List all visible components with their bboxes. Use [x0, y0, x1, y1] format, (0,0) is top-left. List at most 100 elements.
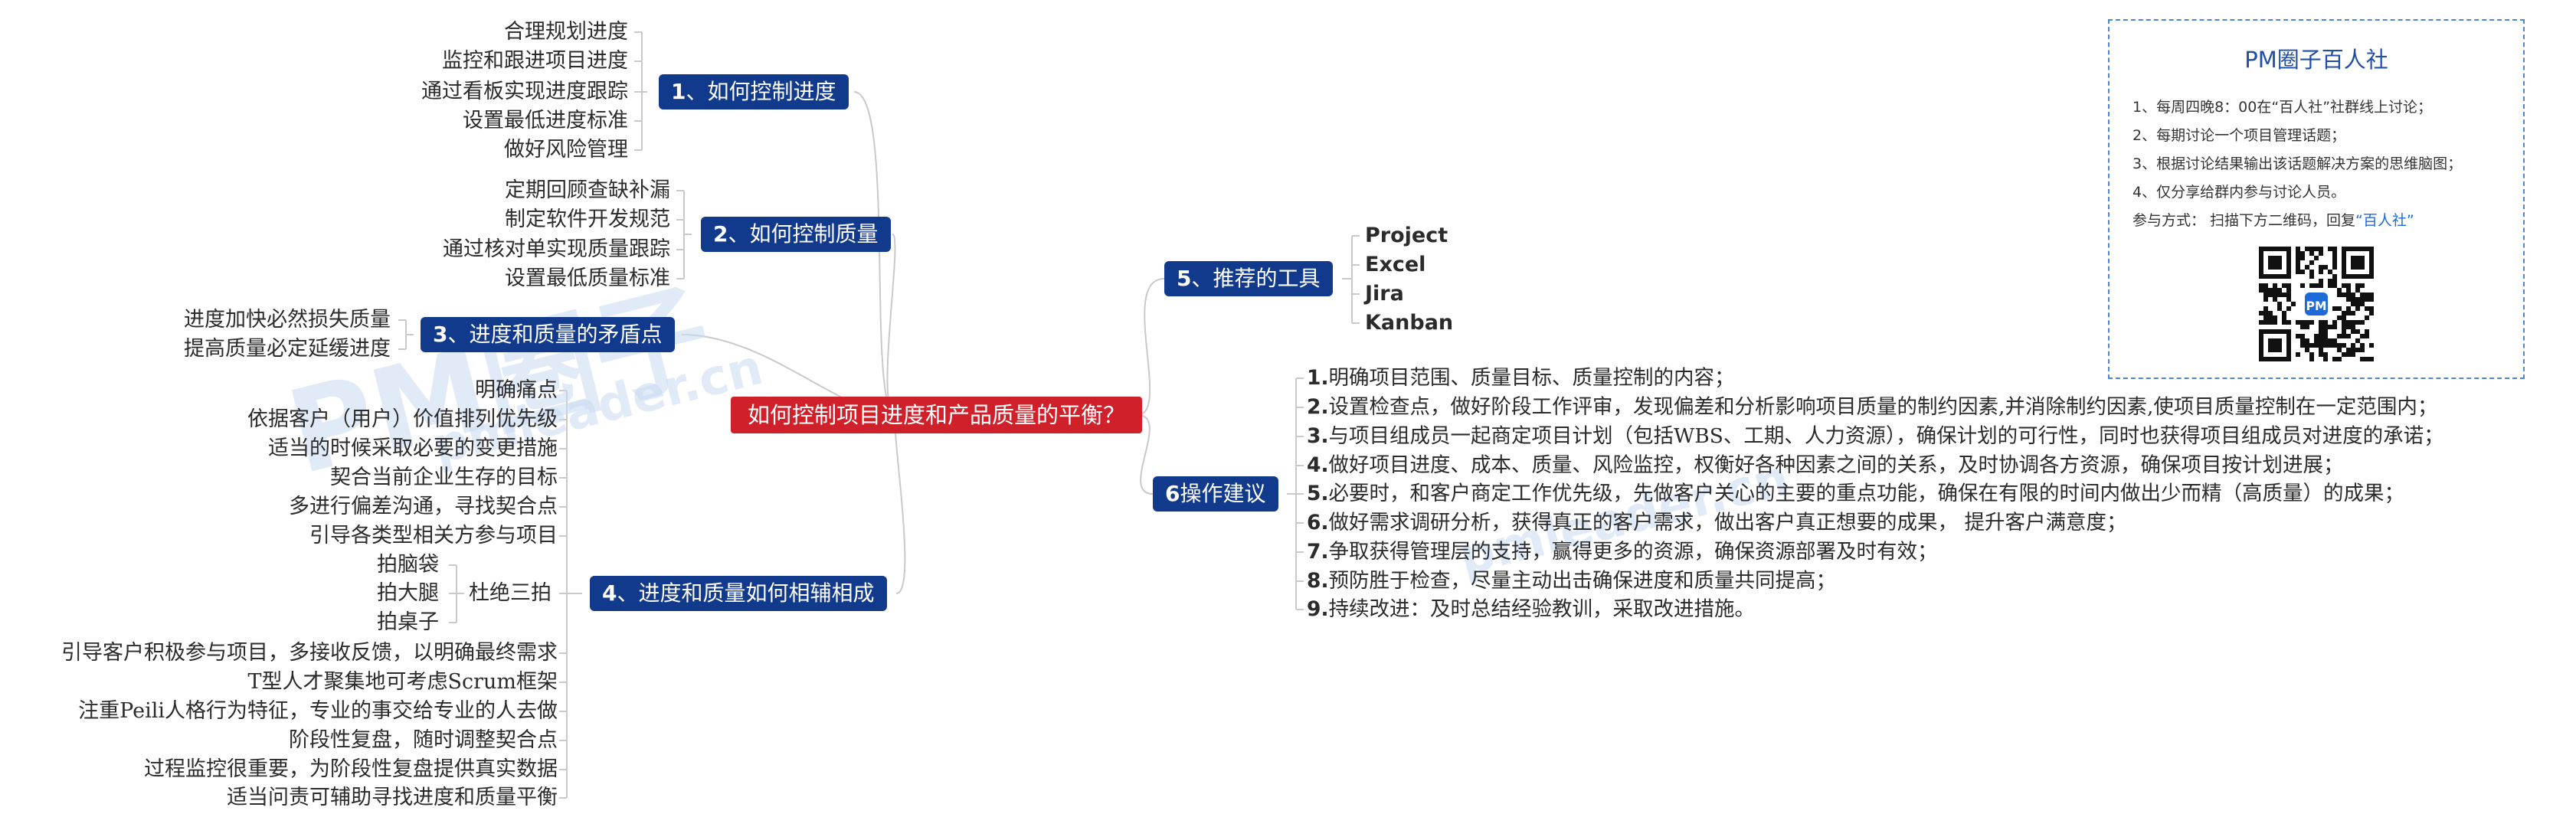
link-root-branch4: [894, 414, 906, 594]
branch-4-leaf[interactable]: 过程监控很重要，为阶段性复盘提供真实数据: [144, 757, 558, 781]
panel-title: PM圈子百人社: [2244, 47, 2388, 73]
step-number: 7.: [1307, 540, 1329, 564]
branch-2-leaf[interactable]: 设置最低质量标准: [505, 266, 670, 290]
bracket-branch6: [1287, 378, 1304, 610]
step-number: 1.: [1307, 366, 1329, 390]
branch-2-leaf[interactable]: 定期回顾查缺补漏: [505, 178, 670, 202]
branch-1-leaf[interactable]: 通过看板实现进度跟踪: [421, 80, 628, 103]
advice-step[interactable]: 9.持续改进：及时总结经验教训，采取改进措施。: [1307, 595, 1755, 624]
bracket-branch5: [1342, 235, 1360, 324]
panel-join-keyword: “百人社”: [2355, 212, 2414, 229]
branch-4-leaf[interactable]: 多进行偏差沟通，寻找契合点: [289, 495, 558, 518]
branch-4-leaf[interactable]: 契合当前企业生存的目标: [330, 466, 558, 489]
branch-6-number: 6: [1165, 481, 1180, 506]
advice-step[interactable]: 4.做好项目进度、成本、质量、风险监控，权衡好各种因素之间的关系，及时协调各方资…: [1307, 451, 2344, 480]
advice-step[interactable]: 1.明确项目范围、质量目标、质量控制的内容；: [1307, 364, 1735, 393]
branch-1-leaf[interactable]: 合理规划进度: [504, 20, 628, 44]
step-number: 9.: [1307, 597, 1329, 621]
panel-line: 4、仅分享给群内参与讨论人员。: [2132, 184, 2346, 201]
advice-step[interactable]: 8.预防胜于检查，尽量主动出击确保进度和质量共同提高；: [1307, 567, 1836, 596]
step-text: 预防胜于检查，尽量主动出击确保进度和质量共同提高；: [1328, 569, 1837, 593]
qr-logo: PM: [2306, 299, 2327, 313]
branch-4-leaf[interactable]: T型人才聚集地可考虑Scrum框架: [247, 670, 558, 694]
branch-4-leaf[interactable]: 明确痛点: [475, 378, 558, 402]
branch-2-label: 、如何控制质量: [728, 221, 879, 247]
branch-2-node[interactable]: 2、如何控制质量: [701, 217, 891, 252]
step-number: 4.: [1307, 453, 1329, 477]
bracket-branch3: [398, 319, 414, 350]
panel-line: 3、根据讨论结果输出该话题解决方案的思维脑图；: [2132, 155, 2463, 172]
advice-step[interactable]: 7.争取获得管理层的支持，赢得更多的资源，确保资源部署及时有效；: [1307, 538, 1938, 567]
step-number: 6.: [1307, 511, 1329, 534]
branch-2-leaf[interactable]: 制定软件开发规范: [505, 208, 670, 231]
branch-2-number: 2: [713, 221, 728, 247]
link-root-branch1: [853, 91, 897, 416]
branch-2-leaf[interactable]: 通过核对单实现质量跟踪: [443, 237, 670, 261]
branch-4-leaf[interactable]: 引导各类型相关方参与项目: [309, 524, 558, 548]
tool-item[interactable]: Jira: [1365, 282, 1404, 306]
tool-item[interactable]: Kanban: [1365, 311, 1454, 335]
bracket-branch2: [676, 190, 692, 279]
panel-line: 2、每期讨论一个项目管理话题；: [2132, 127, 2346, 144]
link-root-branch5: [1137, 278, 1165, 416]
step-number: 8.: [1307, 569, 1329, 593]
bracket-branch4: [559, 390, 582, 799]
branch-1-node[interactable]: 1、如何控制进度: [659, 74, 849, 110]
branch-1-leaf[interactable]: 监控和跟进项目进度: [442, 49, 628, 73]
advice-step[interactable]: 5.必要时，和客户商定工作优先级，先做客户关心的主要的重点功能，确保在有限的时间…: [1307, 479, 2404, 508]
branch-1-number: 1: [671, 79, 686, 104]
branch-4-leaf[interactable]: 依据客户（用户）价值排列优先级: [247, 407, 558, 431]
panel-join-line: 参与方式： 扫描下方二维码，回复“百人社”: [2132, 209, 2414, 230]
branch-5-number: 5: [1177, 266, 1192, 291]
branch-1-leaf[interactable]: 做好风险管理: [504, 138, 628, 162]
branch-3-label: 、进度和质量的矛盾点: [447, 322, 663, 347]
branch-4-leaf[interactable]: 适当的时候采取必要的变更措施: [268, 436, 558, 460]
panel-join-prefix: 参与方式： 扫描下方二维码，回复: [2132, 212, 2356, 229]
branch-4-leaf[interactable]: 引导客户积极参与项目，多接收反馈，以明确最终需求: [61, 641, 558, 665]
branch-3-number: 3: [433, 322, 448, 347]
step-number: 3.: [1307, 424, 1329, 448]
step-text: 持续改进：及时总结经验教训，采取改进措施。: [1328, 597, 1756, 621]
tool-item[interactable]: Project: [1365, 224, 1448, 247]
step-number: 2.: [1307, 395, 1329, 419]
branch-6-label: 操作建议: [1180, 481, 1266, 506]
branch-5-node[interactable]: 5、推荐的工具: [1164, 261, 1333, 296]
sanpai-item[interactable]: 拍桌子: [377, 610, 439, 634]
branch-3-leaf[interactable]: 提高质量必定延缓进度: [184, 337, 391, 361]
qr-code-icon[interactable]: PM: [2259, 247, 2374, 361]
branch-3-node[interactable]: 3、进度和质量的矛盾点: [421, 317, 675, 352]
step-text: 争取获得管理层的支持，赢得更多的资源，确保资源部署及时有效；: [1328, 540, 1938, 564]
advice-step[interactable]: 6.做好需求调研分析，获得真正的客户需求，做出客户真正想要的成果， 提升客户满意…: [1307, 508, 2126, 538]
tool-item[interactable]: Excel: [1365, 253, 1426, 276]
step-text: 做好需求调研分析，获得真正的客户需求，做出客户真正想要的成果， 提升客户满意度；: [1328, 511, 2127, 534]
step-text: 与项目组成员一起商定项目计划（包括WBS、工期、人力资源），确保计划的可行性，同…: [1328, 424, 2444, 448]
branch-1-label: 、如何控制进度: [686, 79, 836, 104]
branch-3-leaf[interactable]: 进度加快必然损失质量: [184, 308, 391, 332]
info-panel: PM圈子百人社 1、每周四晚8：00在“百人社”社群线上讨论； 2、每期讨论一个…: [2108, 19, 2525, 379]
sub-topic-sanpai[interactable]: 杜绝三拍: [469, 581, 552, 605]
link-root-branch2: [886, 234, 897, 416]
panel-line: 1、每周四晚8：00在“百人社”社群线上讨论；: [2132, 99, 2433, 116]
advice-step[interactable]: 3.与项目组成员一起商定项目计划（包括WBS、工期、人力资源），确保计划的可行性…: [1307, 422, 2444, 451]
advice-step[interactable]: 2.设置检查点，做好阶段工作评审，发现偏差和分析影响项目质量的制约因素,并消除制…: [1307, 393, 2437, 422]
step-text: 做好项目进度、成本、质量、风险监控，权衡好各种因素之间的关系，及时协调各方资源，…: [1328, 453, 2344, 477]
step-number: 5.: [1307, 482, 1329, 505]
root-topic[interactable]: 如何控制项目进度和产品质量的平衡？: [731, 397, 1143, 433]
branch-4-label: 、进度和质量如何相辅相成: [617, 580, 875, 606]
branch-4-leaf[interactable]: 注重Peili人格行为特征，专业的事交给专业的人去做: [78, 699, 558, 723]
branch-4-leaf[interactable]: 适当问责可辅助寻找进度和质量平衡: [227, 786, 558, 809]
branch-4-node[interactable]: 4、进度和质量如何相辅相成: [590, 576, 887, 611]
link-root-branch6: [1137, 414, 1154, 495]
branch-1-leaf[interactable]: 设置最低进度标准: [463, 109, 628, 132]
sanpai-item[interactable]: 拍大腿: [377, 581, 439, 605]
step-text: 设置检查点，做好阶段工作评审，发现偏差和分析影响项目质量的制约因素,并消除制约因…: [1328, 395, 2438, 419]
step-text: 必要时，和客户商定工作优先级，先做客户关心的主要的重点功能，确保在有限的时间内做…: [1328, 482, 2405, 505]
bracket-branch1: [634, 31, 647, 151]
sanpai-item[interactable]: 拍脑袋: [377, 553, 439, 577]
branch-5-label: 、推荐的工具: [1191, 266, 1321, 291]
branch-4-number: 4: [602, 580, 617, 606]
bracket-sub-sanpai: [449, 564, 464, 623]
branch-4-leaf[interactable]: 阶段性复盘，随时调整契合点: [289, 728, 558, 752]
step-text: 明确项目范围、质量目标、质量控制的内容；: [1328, 366, 1735, 390]
branch-6-node[interactable]: 6操作建议: [1153, 476, 1278, 512]
